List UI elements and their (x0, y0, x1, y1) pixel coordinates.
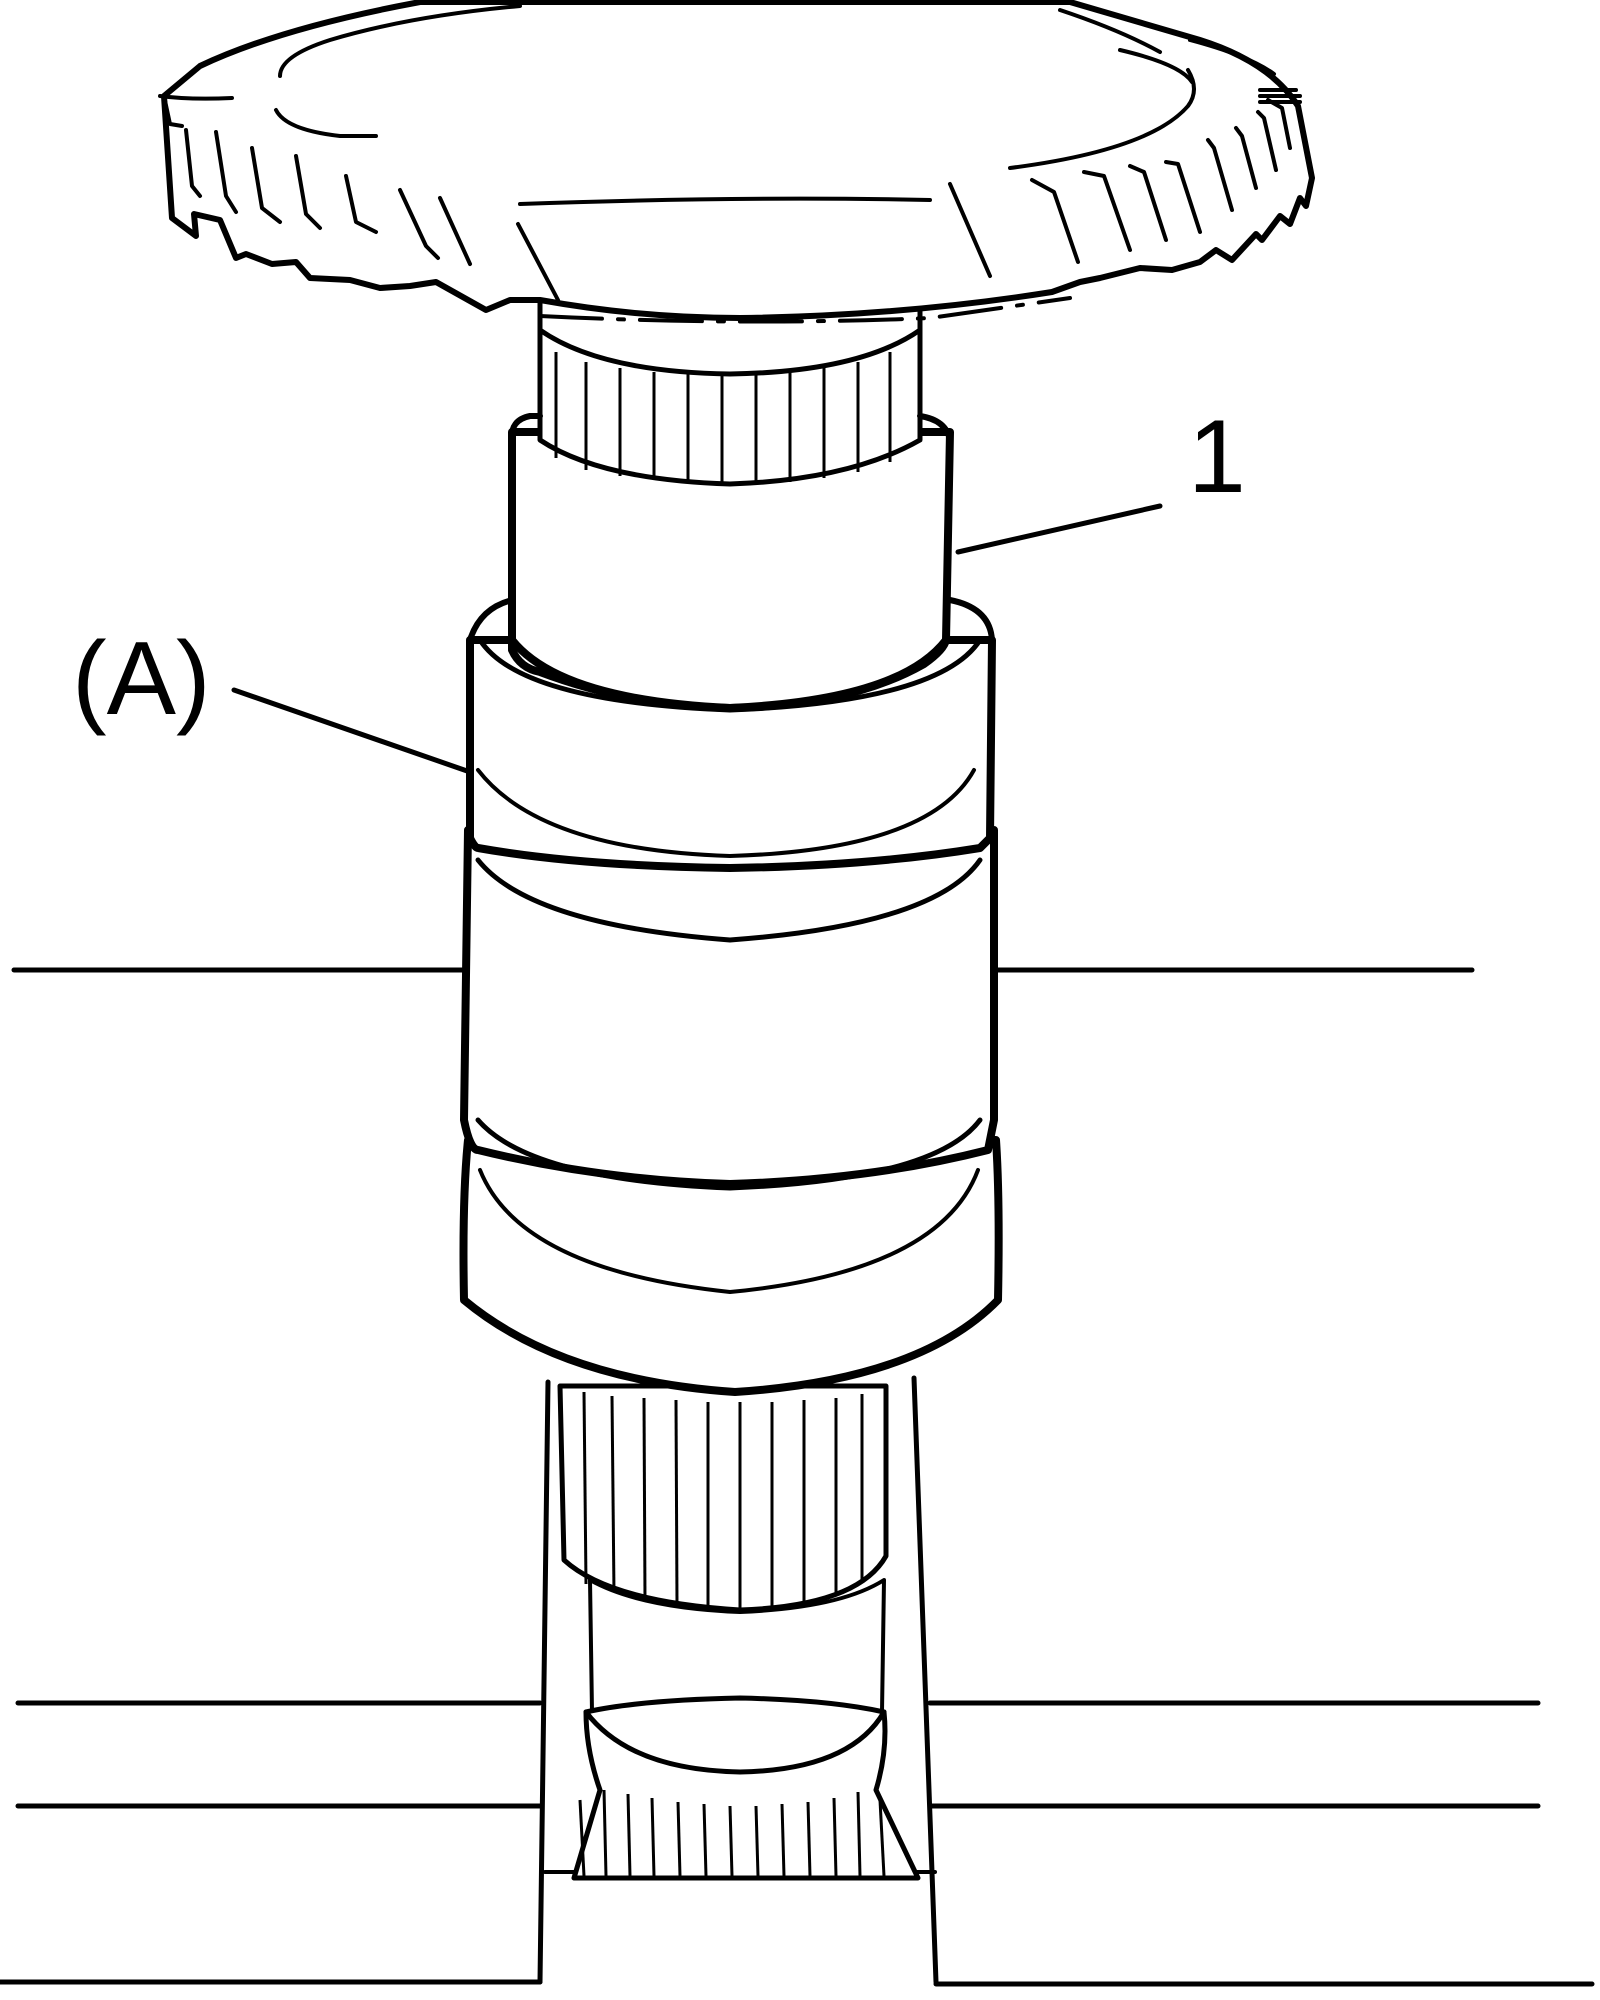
lower-spline (557, 1383, 889, 1613)
tool-upper-ring (466, 636, 996, 872)
leader-lines (231, 503, 1163, 775)
lower-shaft (588, 1578, 886, 1714)
installer-collar (467, 428, 995, 712)
callout-part-1: 1 (1188, 399, 1246, 515)
leader-line-1 (955, 503, 1163, 555)
helical-gear (158, 0, 1315, 324)
upper-spline (508, 297, 953, 487)
bottom-spline (571, 1695, 921, 1881)
tool-middle-ring (460, 826, 998, 1191)
tool-lower-ring (459, 1136, 1003, 1396)
reference-lines (0, 967, 1595, 1987)
leader-line-a (231, 687, 473, 775)
callout-a: (A) (72, 621, 211, 737)
